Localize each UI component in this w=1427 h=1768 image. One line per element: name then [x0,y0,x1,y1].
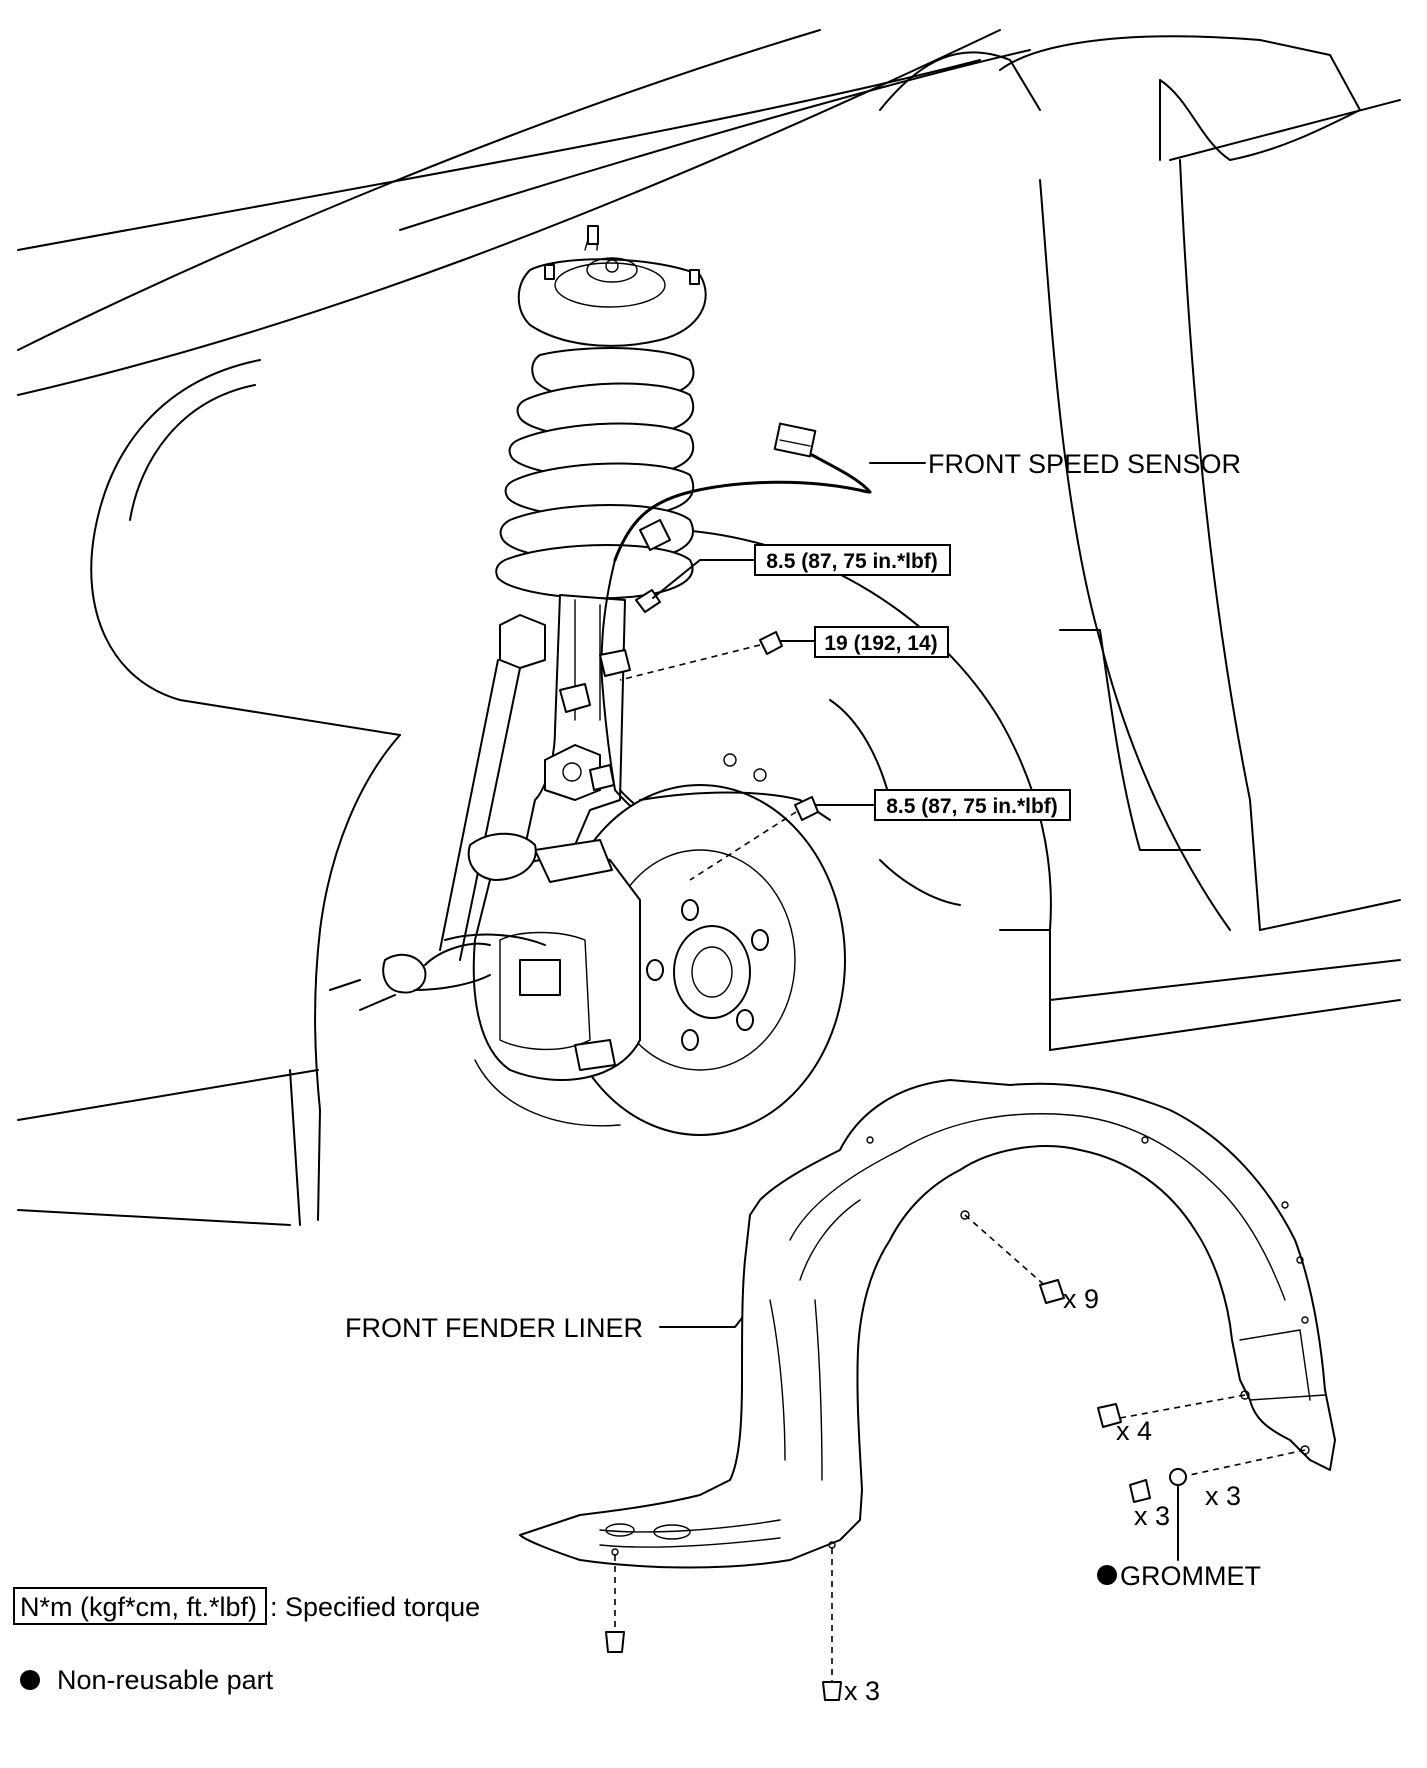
bolt-upper-bracket [635,589,661,613]
bolt-strut-bracket [759,631,783,655]
legend: N*m (kgf*cm, ft.*lbf) : Specified torque… [13,1587,480,1695]
torque-box-knuckle [874,789,1071,821]
legend-nonreusable-text: Non-reusable part [57,1665,274,1695]
bolt-rear [1129,1479,1151,1503]
legend-torque-box [13,1587,267,1625]
label-front-fender-liner: FRONT FENDER LINER [345,1313,643,1343]
screw-bottom-front [605,1631,625,1653]
torque-strut-bracket: 19 (192, 14) [824,632,937,655]
clip-liner-top [1039,1279,1065,1304]
qty-rear-screws: x 4 [1116,1416,1152,1446]
grommet-part [1169,1468,1187,1486]
qty-rear-bolts: x 3 [1134,1501,1170,1531]
brake-assembly [329,699,1001,1136]
screw-rear [1097,1403,1122,1428]
legend-torque-units: N*m (kgf*cm, ft.*lbf) [20,1592,257,1622]
torque-box-strut [814,626,949,658]
qty-liner-top-clips: x 9 [1063,1284,1099,1314]
bolt-knuckle [794,796,819,821]
torque-box-upper [754,544,951,576]
nonreusable-dot-grommet [1097,1565,1117,1585]
qty-bottom-screws: x 3 [844,1676,880,1706]
label-grommet: GROMMET [1120,1561,1261,1591]
screw-bottom-rear [822,1681,842,1701]
qty-grommets: x 3 [1205,1481,1241,1511]
torque-upper-bracket: 8.5 (87, 75 in.*lbf) [766,550,938,573]
strut-assembly [439,225,707,961]
legend-torque-text: : Specified torque [270,1592,480,1622]
vehicle-body-outline [17,29,1401,1226]
legend-nonreusable-dot [20,1670,40,1690]
strut-bolts [619,559,876,881]
label-front-speed-sensor: FRONT SPEED SENSOR [928,449,1241,479]
front-fender-liner [519,1079,1336,1569]
liner-fasteners [605,1214,1306,1701]
torque-knuckle-bolt: 8.5 (87, 75 in.*lbf) [886,795,1058,818]
